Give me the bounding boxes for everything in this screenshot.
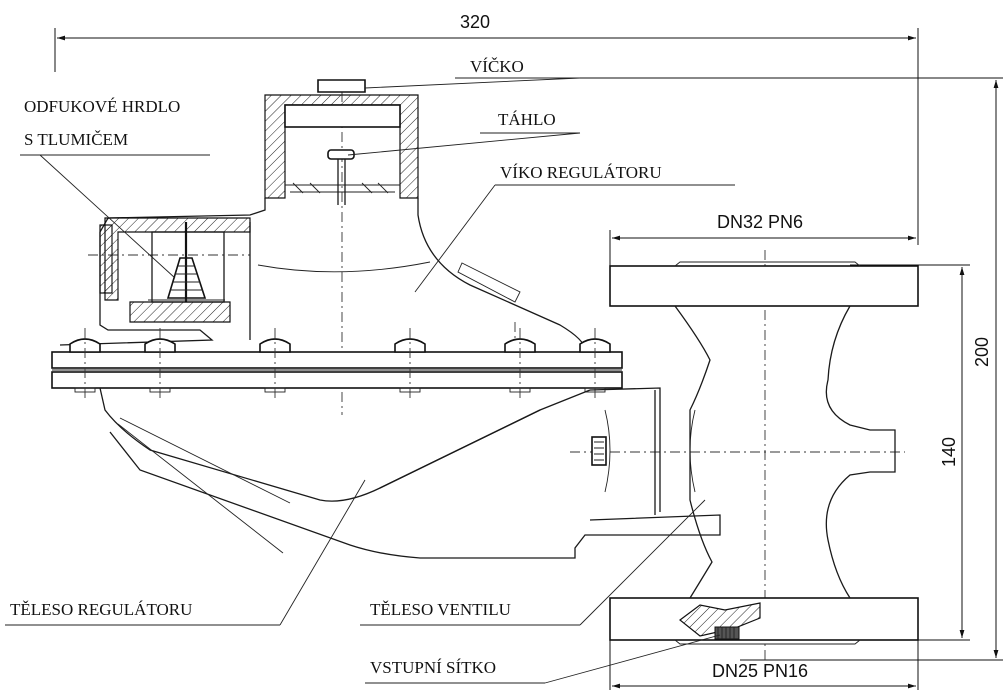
outlet-flange-face bbox=[674, 261, 861, 267]
body-outlet-duct bbox=[109, 431, 721, 559]
plug-head bbox=[591, 436, 607, 466]
flange-bolt bbox=[259, 328, 291, 400]
dimension-label-200: 200 bbox=[972, 337, 992, 367]
dimension-label-320: 320 bbox=[460, 12, 490, 32]
cover-boss bbox=[457, 262, 521, 303]
body-ramp bbox=[379, 409, 541, 489]
leader-screen bbox=[544, 634, 721, 684]
cover-diaphragm-arc bbox=[257, 261, 431, 273]
dimension-label-dn32: DN32 PN6 bbox=[717, 212, 803, 232]
dimension-200: 200 bbox=[580, 77, 1003, 661]
dimension-320: 320 bbox=[54, 12, 919, 245]
lower-flange-plate bbox=[51, 371, 623, 389]
dimension-140: 140 bbox=[850, 264, 970, 641]
leader-body-2 bbox=[117, 423, 284, 554]
flange-plates bbox=[51, 351, 623, 389]
vent-thread bbox=[111, 232, 119, 292]
inlet-section bbox=[679, 602, 761, 637]
vent-with-silencer bbox=[99, 217, 251, 323]
leader-body-3 bbox=[279, 479, 366, 626]
flange-bolt bbox=[69, 328, 101, 400]
dimension-label-140: 140 bbox=[939, 437, 959, 467]
body-plug bbox=[591, 409, 696, 493]
label-vent: ODFUKOVÉ HRDLO bbox=[24, 97, 180, 116]
valve-left-contour bbox=[674, 305, 713, 599]
inlet-screen bbox=[679, 602, 761, 640]
flange-bolt bbox=[579, 328, 611, 400]
label-valve-body: TĚLESO VENTILU bbox=[370, 600, 511, 619]
plug-boss-right bbox=[689, 409, 696, 493]
flange-bolt bbox=[144, 328, 176, 400]
valve-body bbox=[609, 261, 919, 645]
cap-spring-seat bbox=[285, 184, 400, 193]
dimension-dn32: DN32 PN6 bbox=[609, 212, 916, 268]
leader-valve bbox=[579, 499, 706, 626]
label-rod: TÁHLO bbox=[498, 110, 556, 129]
rod bbox=[327, 149, 355, 205]
cap-inner-plate bbox=[284, 104, 401, 128]
label-inlet-screen: VSTUPNÍ SÍTKO bbox=[370, 658, 496, 677]
leader-rod bbox=[347, 132, 581, 156]
plug-thread bbox=[594, 441, 604, 461]
plug-boss-left bbox=[604, 409, 611, 493]
upper-flange-plate bbox=[51, 351, 623, 369]
cover-right-outline bbox=[417, 198, 586, 351]
leader-body-1 bbox=[119, 417, 291, 504]
outlet-flange bbox=[609, 265, 919, 307]
label-vent-line2: S TLUMIČEM bbox=[24, 130, 128, 149]
leader-regulator-cover bbox=[414, 184, 496, 293]
flange-bolt bbox=[504, 328, 536, 400]
screen-mesh-lines bbox=[717, 627, 735, 639]
inlet-flange bbox=[609, 597, 919, 641]
leader-vent bbox=[39, 154, 176, 279]
vent-silencer-mesh bbox=[170, 265, 203, 291]
inlet-flange-face bbox=[674, 639, 861, 645]
flange-bolt bbox=[394, 328, 426, 400]
inlet-screen-mesh bbox=[714, 626, 740, 640]
dimension-label-dn25: DN25 PN16 bbox=[712, 661, 808, 681]
label-regulator-cover: VÍKO REGULÁTORU bbox=[500, 163, 662, 182]
vent-base-section bbox=[129, 301, 231, 323]
cap-knob bbox=[317, 79, 366, 93]
vent-cap-section bbox=[99, 224, 113, 294]
label-regulator-body: TĚLESO REGULÁTORU bbox=[10, 600, 192, 619]
body-right-neck bbox=[589, 387, 661, 512]
valve-right-contour bbox=[825, 305, 896, 599]
cap-spring bbox=[292, 182, 389, 194]
regulator-body bbox=[99, 387, 721, 559]
leader-lines bbox=[5, 77, 735, 684]
dimension-dn25: DN25 PN16 bbox=[609, 640, 919, 690]
cap bbox=[264, 79, 419, 199]
body-lower-arc bbox=[99, 387, 591, 502]
bolts bbox=[69, 328, 611, 400]
label-cap: VÍČKO bbox=[470, 57, 524, 76]
leader-cap bbox=[364, 77, 581, 89]
